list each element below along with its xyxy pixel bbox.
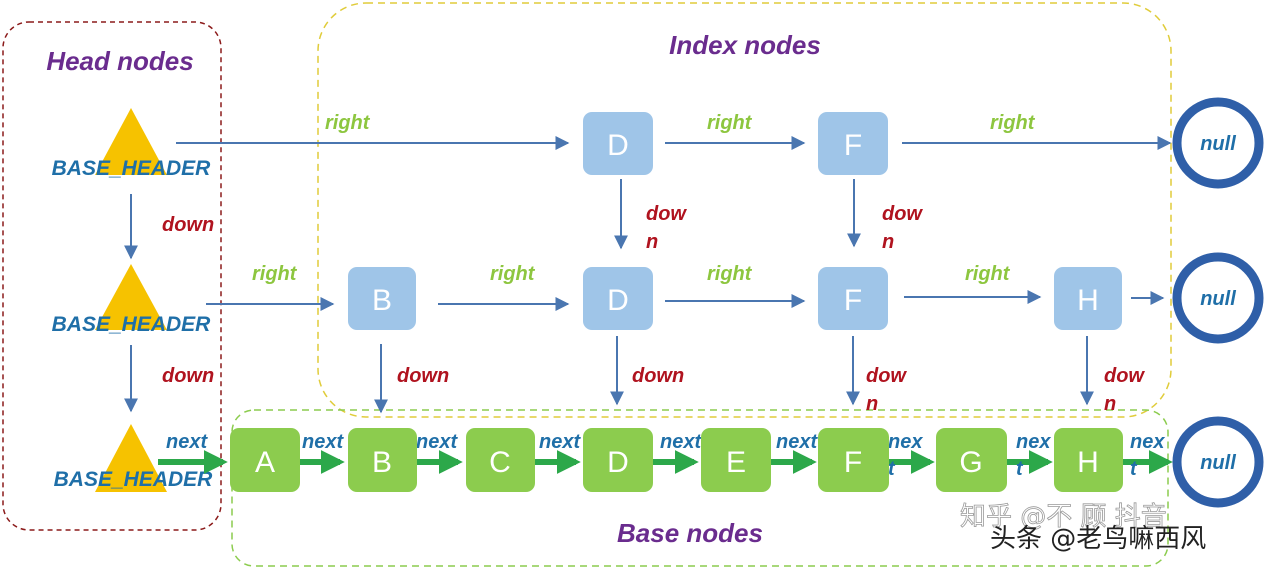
next-label-g-b: t [1016, 458, 1024, 480]
index-nodes-title: Index nodes [669, 30, 821, 60]
base-node-g: G [936, 428, 1007, 492]
base-node-label: C [489, 446, 511, 479]
base-node-d: D [583, 428, 653, 492]
next-label-a: next [302, 431, 344, 453]
down-label-h1-a: dow [1104, 365, 1145, 387]
null-label: null [1200, 288, 1236, 310]
index-node-label: D [607, 284, 629, 317]
index-group-border [317, 2, 1172, 418]
right-label-l1-d: right [965, 263, 1011, 285]
head-triangle-base [95, 424, 167, 492]
base-node-label: F [844, 446, 862, 479]
watermark-toutiao: 头条 @老鸟嘛西风 [990, 524, 1206, 554]
index-node-label: F [844, 284, 862, 317]
next-label-g-a: nex [1016, 431, 1051, 453]
index-node-label: B [372, 284, 392, 317]
right-label-l2-b: right [707, 112, 753, 134]
base-node-label: G [959, 446, 982, 479]
null-node-base: null [1172, 416, 1264, 508]
right-label-l1-b: right [490, 263, 536, 285]
next-label-h-a: nex [1130, 431, 1165, 453]
base-header-label-base: BASE_HEADER [54, 468, 214, 491]
base-node-label: H [1077, 446, 1099, 479]
next-label-e: next [776, 431, 818, 453]
index-node-level1-f: F [818, 267, 888, 330]
base-node-label: B [372, 446, 392, 479]
next-label-header: next [166, 431, 208, 453]
null-label: null [1200, 452, 1236, 474]
null-label: null [1200, 133, 1236, 155]
next-label-b: next [416, 431, 458, 453]
index-node-level1-d: D [583, 267, 653, 330]
next-label-c: next [539, 431, 581, 453]
head-down-label-1: down [162, 214, 214, 236]
base-node-b: B [348, 428, 417, 492]
head-down-label-2: down [162, 365, 214, 387]
down-label-f2-a: dow [882, 203, 923, 225]
index-node-level2-f: F [818, 112, 888, 175]
base-header-label-level2: BASE_HEADER [52, 157, 212, 180]
next-label-f-b: t [888, 458, 896, 480]
down-label-f1-b: n [866, 393, 878, 415]
next-label-f-a: nex [888, 431, 923, 453]
head-nodes-title: Head nodes [46, 46, 193, 76]
index-node-level2-d: D [583, 112, 653, 175]
right-label-l1-c: right [707, 263, 753, 285]
null-node-level1: null [1172, 252, 1264, 344]
down-label-d1: down [632, 365, 684, 387]
base-node-label: E [726, 446, 746, 479]
right-label-l2-a: right [325, 112, 371, 134]
down-label-b1: down [397, 365, 449, 387]
index-node-label: D [607, 129, 629, 162]
right-label-l1-a: right [252, 263, 298, 285]
base-node-a: A [230, 428, 300, 492]
watermark-zhihu: 知乎 @不 顾 抖音 [960, 502, 1167, 532]
next-label-h-b: t [1130, 458, 1138, 480]
down-label-d2-a: dow [646, 203, 687, 225]
base-node-label: A [255, 446, 275, 479]
down-label-h1-b: n [1104, 393, 1116, 415]
head-triangle-level2 [95, 108, 167, 175]
index-node-label: H [1077, 284, 1099, 317]
index-node-label: F [844, 129, 862, 162]
null-node-level2: null [1172, 97, 1264, 189]
right-label-l2-c: right [990, 112, 1036, 134]
base-nodes-title: Base nodes [617, 518, 763, 548]
index-node-level1-h: H [1054, 267, 1122, 330]
next-label-d: next [660, 431, 702, 453]
base-node-e: E [701, 428, 771, 492]
head-triangle-level1 [95, 264, 167, 330]
down-label-f2-b: n [882, 231, 894, 253]
base-node-label: D [607, 446, 629, 479]
base-header-label-level1: BASE_HEADER [52, 313, 212, 336]
down-label-d2-b: n [646, 231, 658, 253]
index-node-level1-b: B [348, 267, 416, 330]
base-node-f: F [818, 428, 889, 492]
head-group-border [2, 21, 222, 531]
base-node-c: C [466, 428, 535, 492]
base-node-h: H [1054, 428, 1123, 492]
down-label-f1-a: dow [866, 365, 907, 387]
